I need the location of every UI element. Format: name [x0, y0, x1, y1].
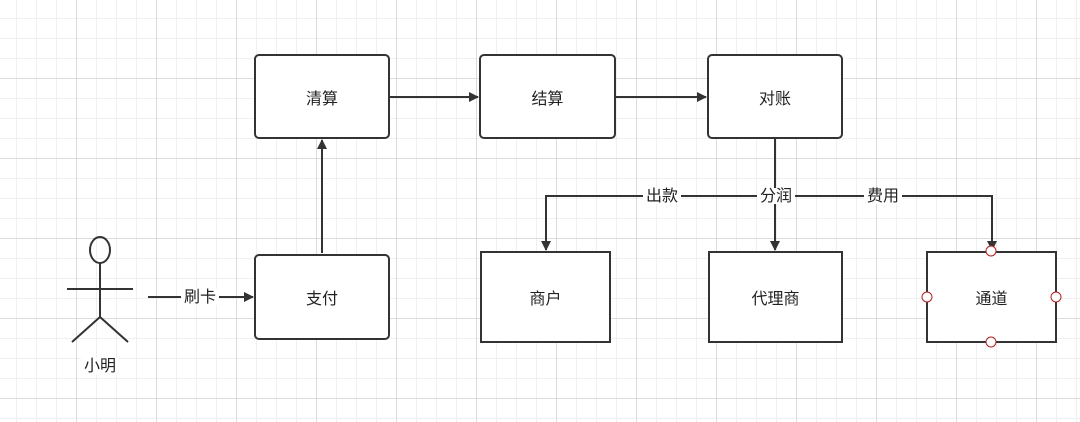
node-reconciliation[interactable]: 对账 — [707, 54, 843, 139]
resize-handle-right[interactable] — [1050, 291, 1062, 303]
node-settlement-label: 结算 — [531, 88, 564, 108]
actor-label: 小明 — [80, 358, 120, 374]
edge-fee[interactable] — [775, 195, 997, 251]
edge-payout[interactable] — [541, 195, 775, 251]
node-channel[interactable]: 通道 — [926, 251, 1057, 343]
node-merchant-label: 商户 — [529, 289, 562, 308]
edge-label-payout: 出款 — [642, 188, 682, 204]
node-merchant[interactable]: 商户 — [480, 251, 611, 343]
resize-handle-top[interactable] — [985, 245, 997, 257]
edge-label-fee: 费用 — [863, 188, 903, 204]
actor-figure[interactable] — [67, 236, 133, 343]
node-clearing-label: 清算 — [305, 88, 338, 108]
node-payment[interactable]: 支付 — [254, 254, 390, 340]
node-payment-label: 支付 — [305, 289, 338, 308]
edge-label-profit-share: 分润 — [756, 188, 796, 204]
node-channel-label: 通道 — [975, 289, 1008, 308]
resize-handle-left[interactable] — [921, 291, 933, 303]
node-settlement[interactable]: 结算 — [479, 54, 616, 139]
node-reconciliation-label: 对账 — [758, 88, 791, 108]
edge-label-swipe: 刷卡 — [180, 289, 220, 305]
resize-handle-bottom[interactable] — [985, 336, 997, 348]
node-agent[interactable]: 代理商 — [708, 251, 843, 343]
node-clearing[interactable]: 清算 — [254, 54, 390, 139]
node-agent-label: 代理商 — [751, 289, 800, 308]
